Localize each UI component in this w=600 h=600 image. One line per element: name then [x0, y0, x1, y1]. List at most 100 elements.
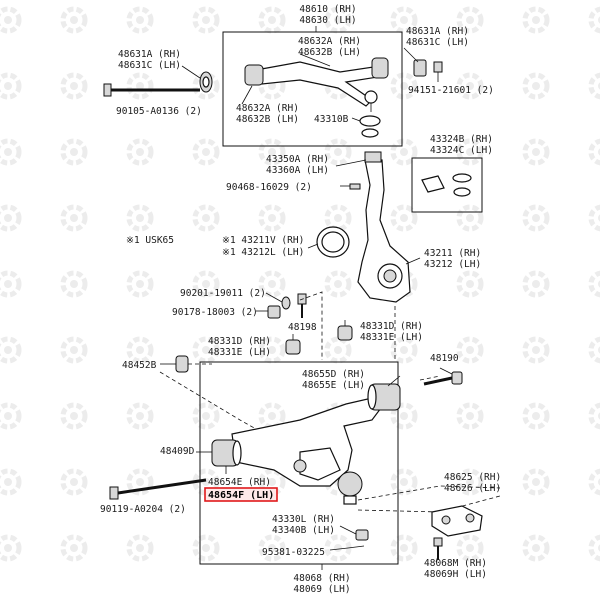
label-48068m: 48068M (RH) [424, 558, 487, 569]
gear-logo-icon [192, 336, 220, 364]
label-48631c-right: 48631C (LH) [406, 37, 469, 48]
label-43330l: 43330L (RH) [272, 514, 335, 525]
steering-knuckle[interactable] [357, 151, 411, 303]
gear-logo-icon [522, 336, 550, 364]
gear-logo-icon [60, 534, 88, 562]
camber-bolt-48190-icon[interactable] [423, 371, 463, 386]
gear-logo-icon [324, 138, 352, 166]
upper-bushing-left-icon[interactable] [199, 71, 213, 93]
gear-logo-icon [456, 6, 484, 34]
label-48331d-left: 48331D (RH) [208, 336, 271, 347]
label-48632a-mid: 48632A (RH) [236, 103, 299, 114]
gear-logo-icon [588, 336, 600, 364]
label-43212: 43212 (LH) [424, 259, 481, 270]
label-43324c: 43324C (LH) [430, 145, 493, 156]
ball-joint-boot-icon[interactable] [359, 115, 381, 138]
gear-logo-icon [258, 468, 286, 496]
label-48068: 48068 (RH) [293, 573, 350, 584]
gear-logo-icon [456, 72, 484, 100]
bolt-48198-icon[interactable] [297, 293, 307, 318]
label-48198: 48198 [288, 322, 317, 333]
stabilizer-bushing-48452b-icon[interactable] [175, 355, 189, 373]
gear-logo-icon [324, 336, 352, 364]
upper-nut-right-icon[interactable] [413, 59, 427, 77]
upper-control-arm[interactable] [244, 57, 389, 112]
label-48630: 48630 (LH) [299, 15, 356, 26]
gear-logo-icon [588, 402, 600, 430]
gear-logo-icon [588, 204, 600, 232]
label-48631c-left: 48631C (LH) [118, 60, 181, 71]
gear-logo-icon [456, 402, 484, 430]
gear-logo-icon [522, 6, 550, 34]
cotter-pin-icon[interactable] [347, 545, 365, 549]
boot-kit-box [411, 157, 483, 213]
gear-logo-icon [60, 336, 88, 364]
gear-logo-icon [258, 336, 286, 364]
gear-logo-icon [258, 72, 286, 100]
gear-logo-icon [126, 204, 154, 232]
label-usk65-note: ※1 USK65 [126, 235, 174, 246]
gear-logo-icon [390, 468, 418, 496]
gear-logo-icon [0, 6, 22, 34]
gear-logo-icon [126, 72, 154, 100]
gear-logo-icon [324, 204, 352, 232]
gear-logo-icon [126, 6, 154, 34]
gear-logo-icon [0, 138, 22, 166]
gear-logo-icon [390, 336, 418, 364]
nut-94151-icon[interactable] [433, 61, 443, 82]
gear-logo-icon [258, 402, 286, 430]
gear-logo-icon [0, 336, 22, 364]
gear-logo-icon [588, 270, 600, 298]
label-43350a: 43350A (RH) [266, 154, 329, 165]
gear-logo-icon [0, 402, 22, 430]
bump-stopper-right-icon[interactable] [337, 320, 353, 341]
gear-logo-icon [192, 270, 220, 298]
gear-logo-icon [60, 6, 88, 34]
lower-ball-joint-icon[interactable] [337, 471, 363, 505]
upper-arm-bolt-icon[interactable] [103, 83, 200, 97]
gear-logo-icon [522, 402, 550, 430]
bump-stopper-left-icon[interactable] [285, 334, 301, 355]
label-43360a: 43360A (LH) [266, 165, 329, 176]
label-48654e: 48654E (RH) [208, 477, 271, 488]
boot-kit-parts-icon[interactable] [421, 173, 472, 197]
label-90178: 90178-18003 (2) [172, 307, 258, 318]
label-48409d: 48409D [160, 446, 195, 457]
dust-seal-icon[interactable] [316, 226, 350, 258]
washer-90201-icon[interactable] [281, 296, 291, 310]
label-48331e-right: 48331E (LH) [360, 332, 423, 343]
lower-rear-bushing-icon[interactable] [367, 383, 401, 411]
gear-logo-icon [522, 204, 550, 232]
gear-logo-icon [588, 138, 600, 166]
gear-logo-icon [60, 270, 88, 298]
ball-joint-nut-icon[interactable] [355, 529, 369, 541]
label-48069: 48069 (LH) [293, 584, 350, 595]
lower-control-arm[interactable] [231, 397, 385, 487]
clip-90468-icon[interactable] [349, 183, 361, 190]
gear-logo-icon [456, 468, 484, 496]
label-48631a-right: 48631A (RH) [406, 26, 469, 37]
label-48632b-mid: 48632B (LH) [236, 114, 299, 125]
label-90201: 90201-19011 (2) [180, 288, 266, 299]
label-94151: 94151-21601 (2) [408, 85, 494, 96]
gear-logo-icon [456, 138, 484, 166]
nut-90178-icon[interactable] [267, 305, 281, 319]
label-48331e-left: 48331E (LH) [208, 347, 271, 358]
gear-logo-icon [324, 6, 352, 34]
gear-logo-icon [60, 138, 88, 166]
gear-logo-icon [0, 468, 22, 496]
gear-logo-icon [0, 72, 22, 100]
lower-arm-bolt-icon[interactable] [109, 478, 207, 500]
label-48654f[interactable]: 48654F (LH) [208, 490, 274, 501]
bolt-48068m-icon[interactable] [433, 537, 443, 560]
camber-cam-plate-icon[interactable] [431, 505, 483, 537]
label-48632b-top: 48632B (LH) [298, 47, 361, 58]
gear-logo-icon [522, 468, 550, 496]
gear-logo-icon [390, 204, 418, 232]
lower-arm-group-box [199, 361, 399, 565]
gear-logo-icon [192, 204, 220, 232]
gear-logo-icon [0, 204, 22, 232]
gear-logo-icon [192, 138, 220, 166]
gear-logo-icon [126, 534, 154, 562]
lower-front-bushing-icon[interactable] [211, 439, 242, 467]
